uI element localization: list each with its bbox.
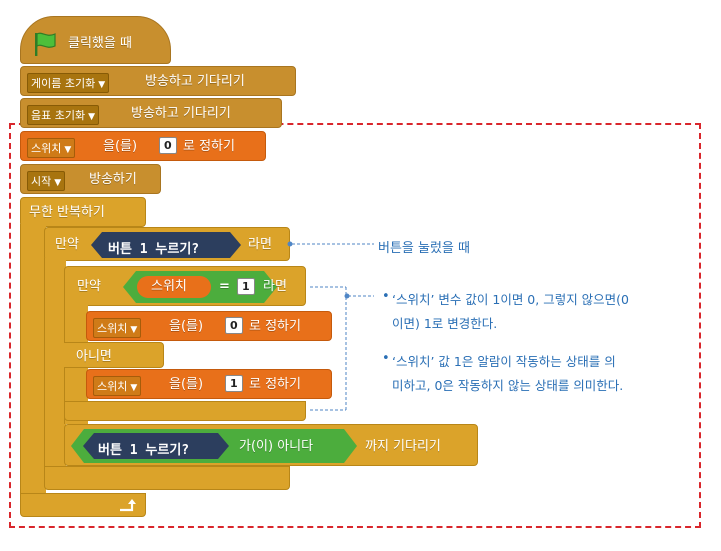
broadcast-message-dropdown-3[interactable]: 시작▼ (27, 171, 66, 191)
wait-until-label: 까지 기다리기 (365, 439, 441, 454)
if-block-outer-arm (44, 258, 66, 468)
dropdown-arrow-icon: ▼ (98, 80, 106, 90)
if-else-if-label: 만약 (77, 279, 101, 294)
bullet-1: • (382, 289, 390, 304)
highlight-frame (9, 123, 701, 528)
set-variable-to-text-if: 로 정하기 (249, 319, 301, 334)
dropdown-arrow-icon: ▼ (130, 325, 138, 335)
connector-if-else (310, 286, 374, 411)
set-variable-text-else: 을(를) (169, 377, 204, 392)
connector-dot-1 (287, 241, 293, 247)
variable-reporter[interactable]: 스위치 (137, 276, 211, 298)
then-label: 라면 (248, 237, 272, 252)
variable-dropdown-else[interactable]: 스위치▼ (93, 376, 142, 396)
forever-block-top[interactable]: 무한 반복하기 (20, 197, 146, 227)
if-label: 만약 (55, 237, 79, 252)
button-pressed-sensor-2[interactable]: 버튼 1 누르기? (83, 433, 229, 459)
variable-reporter-label: 스위치 (151, 279, 187, 294)
else-bar: 아니면 (64, 342, 164, 368)
if-else-block-bottom (64, 401, 306, 421)
equals-sign: = (219, 279, 230, 294)
not-label: 가(이) 아니다 (239, 439, 314, 454)
forever-block-bottom (20, 493, 146, 517)
wait-until-block[interactable]: 버튼 1 누르기? 가(이) 아니다 까지 기다리기 (64, 424, 478, 466)
broadcast-message-dropdown-2[interactable]: 음표 초기화▼ (27, 105, 100, 125)
button-pressed-sensor-label: 버튼 1 누르기? (108, 242, 200, 257)
dropdown-arrow-icon: ▼ (130, 383, 138, 393)
set-variable-block[interactable]: 스위치▼ 을(를) 0 로 정하기 (20, 131, 266, 161)
button-pressed-sensor[interactable]: 버튼 1 누르기? (91, 232, 241, 258)
connector-dot-2 (344, 293, 350, 299)
repeat-arrow-icon (120, 499, 136, 512)
variable-dropdown-if[interactable]: 스위치▼ (93, 318, 142, 338)
set-variable-to-text-else: 로 정하기 (249, 377, 301, 392)
annotation-button-pressed: 버튼을 눌렀을 때 (378, 241, 470, 256)
else-label: 아니면 (76, 349, 112, 364)
set-variable-text: 을(를) (103, 139, 138, 154)
broadcast-block[interactable]: 시작▼ 방송하기 (20, 164, 161, 194)
set-value-input-else[interactable]: 1 (225, 375, 243, 392)
if-else-then-label: 라면 (263, 279, 287, 294)
broadcast-and-wait-block-1[interactable]: 게이름 초기화▼ 방송하고 기다리기 (20, 66, 296, 96)
variable-dropdown[interactable]: 스위치▼ (27, 138, 76, 158)
dropdown-arrow-icon: ▼ (88, 112, 96, 122)
broadcast-wait-label-2: 방송하고 기다리기 (131, 106, 231, 121)
dropdown-arrow-icon: ▼ (64, 145, 72, 155)
set-variable-block-if[interactable]: 스위치▼ 을(를) 0 로 정하기 (86, 311, 332, 341)
annotation-bullet-2-line-1: ‘스위치’ 값 1은 알람이 작동하는 상태를 의 (392, 354, 616, 369)
equals-operator[interactable]: 스위치 = 1 (123, 271, 277, 303)
set-value-input[interactable]: 0 (159, 137, 177, 154)
set-variable-block-else[interactable]: 스위치▼ 을(를) 1 로 정하기 (86, 369, 332, 399)
set-value-input-if[interactable]: 0 (225, 317, 243, 334)
broadcast-label: 방송하기 (89, 172, 137, 187)
broadcast-wait-label-1: 방송하고 기다리기 (145, 74, 245, 89)
when-flag-clicked-hat[interactable]: 클릭했을 때 (20, 16, 171, 64)
forever-label: 무한 반복하기 (29, 205, 105, 220)
annotation-bullet-2-line-2: 미하고, 0은 작동하지 않는 상태를 의미한다. (392, 378, 624, 393)
dropdown-arrow-icon: ▼ (54, 178, 62, 188)
annotation-bullet-1-line-1: ‘스위치’ 변수 값이 1이면 0, 그렇지 않으면(0 (392, 292, 629, 307)
forever-block-arm (20, 224, 46, 496)
button-pressed-sensor-label-2: 버튼 1 누르기? (98, 443, 190, 458)
hat-label: 클릭했을 때 (68, 36, 132, 51)
not-operator[interactable]: 버튼 1 누르기? 가(이) 아니다 (71, 429, 357, 463)
set-variable-to-text: 로 정하기 (183, 139, 235, 154)
bullet-2: • (382, 351, 390, 366)
if-block-outer-top[interactable]: 만약 버튼 1 누르기? 라면 (44, 227, 290, 261)
if-block-outer-bottom (44, 466, 290, 490)
set-variable-text-if: 을(를) (169, 319, 204, 334)
compare-value-input[interactable]: 1 (237, 278, 255, 295)
if-else-block-top[interactable]: 만약 스위치 = 1 라면 (64, 266, 306, 306)
green-flag-icon (35, 32, 56, 56)
annotation-bullet-1-line-2: 이면) 1로 변경한다. (392, 316, 498, 331)
broadcast-and-wait-block-2[interactable]: 음표 초기화▼ 방송하고 기다리기 (20, 98, 282, 128)
broadcast-message-dropdown-1[interactable]: 게이름 초기화▼ (27, 73, 110, 93)
